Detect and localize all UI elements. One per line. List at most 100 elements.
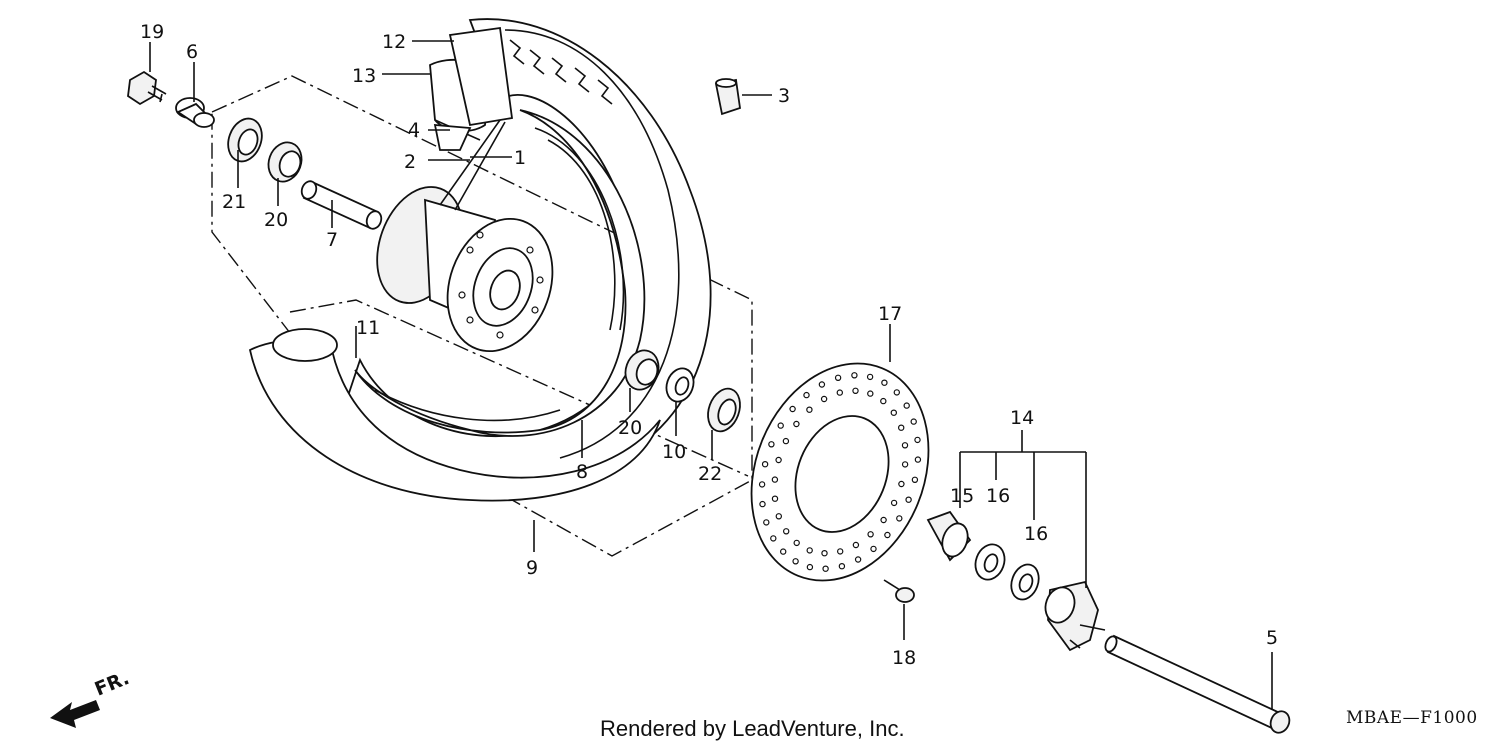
wheel-hub — [376, 186, 554, 353]
disc-drill-hole — [758, 481, 766, 488]
disc-drill-hole — [793, 539, 800, 547]
disc-drill-hole — [854, 556, 862, 563]
disc-drill-hole — [793, 420, 800, 428]
disc-drill-hole — [775, 456, 782, 464]
disc-drill-hole — [905, 496, 912, 503]
disc-drill-hole — [896, 515, 903, 522]
disc-drill-hole — [880, 397, 887, 405]
disc-drill-hole — [881, 379, 888, 386]
disc-drill-hole — [803, 391, 810, 399]
callout-18: 18 — [892, 647, 916, 669]
disc-drill-hole — [838, 563, 846, 570]
disc-drill-hole — [782, 437, 790, 445]
disc-drill-hole — [836, 389, 844, 396]
callout-21: 21 — [222, 191, 246, 213]
speedometer-gearbox-14 — [1044, 580, 1106, 652]
disc-drill-hole — [780, 548, 787, 555]
callout-3: 3 — [778, 85, 790, 107]
disc-drill-hole — [771, 495, 779, 502]
bearing-20-upper — [267, 141, 303, 183]
disc-drill-hole — [821, 550, 828, 557]
tube-opening — [272, 328, 338, 362]
disc-drill-hole — [898, 424, 905, 431]
callout-7: 7 — [326, 229, 338, 251]
disc-drill-hole — [890, 499, 898, 507]
disc-drill-hole — [911, 476, 919, 483]
disc-drill-hole — [822, 565, 829, 572]
diagram-code: MBAE—F1000 — [1346, 708, 1478, 728]
disc-drill-hole — [818, 381, 826, 388]
callout-5: 5 — [1266, 627, 1278, 649]
callout-9: 9 — [526, 557, 538, 579]
leader-lines — [149, 40, 1273, 710]
callout-20-upper: 20 — [264, 209, 288, 231]
disc-drill-hole — [893, 389, 901, 396]
disc-drill-hole — [789, 405, 796, 413]
disc-drill-hole — [852, 387, 859, 394]
disc-drill-hole — [820, 395, 828, 403]
dust-seal-22 — [707, 387, 741, 433]
disc-drill-hole — [903, 402, 910, 409]
direction-label: FR. — [92, 667, 133, 701]
callout-8: 8 — [576, 461, 588, 483]
disc-drill-hole — [910, 418, 917, 425]
callout-1: 1 — [514, 147, 526, 169]
disc-drill-hole — [914, 456, 922, 463]
callout-19: 19 — [140, 21, 164, 43]
callout-17: 17 — [878, 303, 902, 325]
disc-drill-hole — [866, 373, 874, 381]
disc-drill-hole — [792, 558, 799, 565]
callout-6: 6 — [186, 41, 198, 63]
disc-drill-hole — [775, 513, 783, 520]
screw-18 — [883, 579, 915, 603]
disc-drill-hole — [880, 516, 887, 524]
front-direction-arrow: FR. — [50, 667, 132, 728]
disc-drill-hole — [763, 519, 770, 526]
washer-16-a — [974, 543, 1006, 581]
disc-drill-hole — [884, 531, 891, 539]
disc-drill-hole — [777, 422, 784, 429]
callout-22: 22 — [698, 463, 722, 485]
disc-drill-hole — [806, 547, 813, 554]
bearing-20-lower — [624, 349, 660, 391]
bearing-21 — [227, 117, 263, 163]
disc-drill-hole — [867, 531, 874, 538]
disc-drill-hole — [852, 541, 860, 549]
assembly-outline-upper — [211, 75, 753, 557]
disc-drill-hole — [806, 406, 813, 413]
front-axle-5 — [1104, 634, 1291, 734]
speedometer-gear-15 — [926, 510, 972, 562]
callout-4: 4 — [408, 119, 420, 141]
disc-drill-hole — [771, 476, 779, 483]
clip-10 — [665, 367, 695, 403]
rim-band — [448, 26, 514, 127]
bolt-19 — [127, 70, 167, 106]
disc-drill-hole — [851, 372, 858, 379]
distance-collar-7 — [300, 180, 383, 230]
disc-drill-hole — [867, 390, 874, 397]
callout-13: 13 — [352, 65, 376, 87]
callout-15: 15 — [950, 485, 974, 507]
callout-16-a: 16 — [986, 485, 1010, 507]
callout-10: 10 — [662, 441, 686, 463]
disc-drill-hole — [783, 528, 790, 535]
callout-2: 2 — [404, 151, 416, 173]
callout-11: 11 — [356, 317, 380, 339]
collar-6 — [175, 97, 215, 128]
valve-flap — [433, 124, 472, 151]
callout-16-b: 16 — [1024, 523, 1048, 545]
brake-disc — [750, 362, 930, 582]
disc-drill-hole — [914, 436, 921, 444]
disc-drill-hole — [759, 500, 766, 508]
disc-drill-hole — [898, 480, 905, 488]
disc-drill-hole — [890, 409, 898, 416]
washer-16-b — [1010, 563, 1040, 601]
callout-12: 12 — [382, 31, 406, 53]
disc-drill-hole — [770, 535, 777, 542]
disc-drill-hole — [834, 374, 842, 381]
disc-drill-hole — [806, 563, 814, 571]
disc-drill-hole — [870, 545, 877, 553]
valve-cap — [714, 78, 741, 116]
disc-drill-hole — [901, 442, 909, 449]
